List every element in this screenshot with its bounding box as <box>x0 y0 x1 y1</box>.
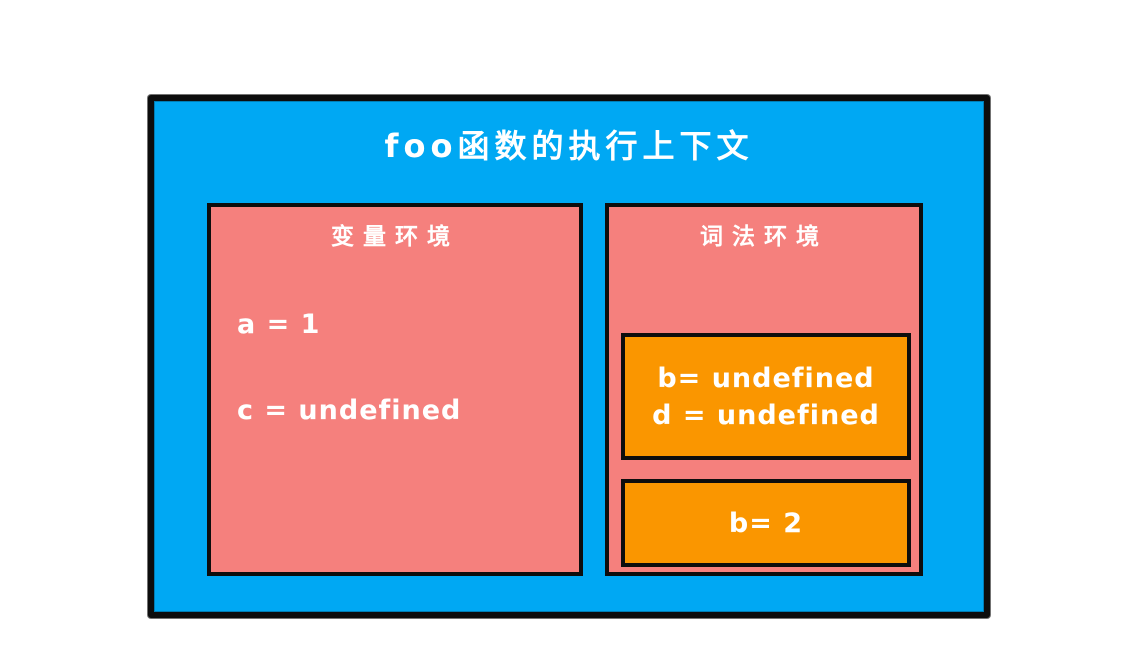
variable-entry-a: a = 1 <box>237 309 321 340</box>
variable-environment-panel: 变量环境 a = 1 c = undefined <box>207 203 583 576</box>
lexical-block-outer-scope: b= undefined d = undefined <box>621 333 911 460</box>
lexical-entry-b-2: b= 2 <box>728 507 804 539</box>
lexical-entry-b-undefined: b= undefined <box>657 362 875 394</box>
lexical-entry-d-undefined: d = undefined <box>652 399 880 431</box>
variable-environment-title: 变量环境 <box>331 224 459 250</box>
variable-entry-c: c = undefined <box>237 395 462 426</box>
lexical-environment-title: 词法环境 <box>700 224 828 250</box>
lexical-environment-panel: 词法环境 b= undefined d = undefined b= 2 <box>605 203 923 576</box>
lexical-block-inner-scope: b= 2 <box>621 479 911 567</box>
execution-context-box: foo函数的执行上下文 变量环境 a = 1 c = undefined 词法环… <box>148 95 990 618</box>
execution-context-title: foo函数的执行上下文 <box>384 127 754 165</box>
